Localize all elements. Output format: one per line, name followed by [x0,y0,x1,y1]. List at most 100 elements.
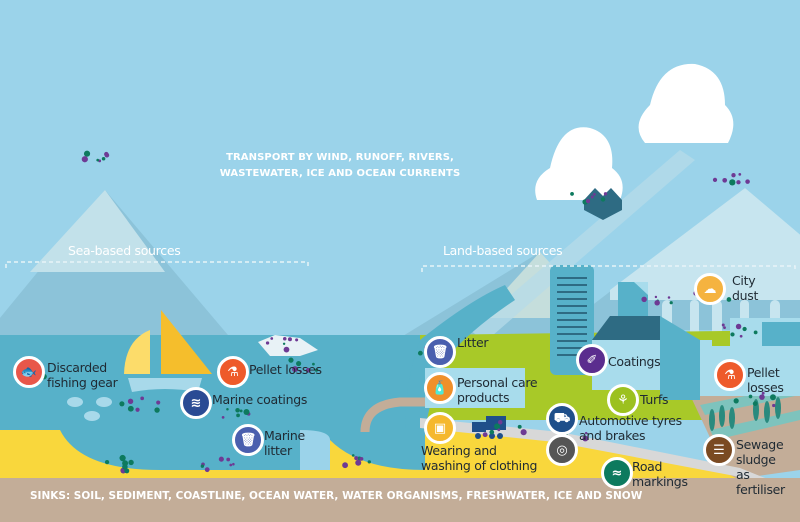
particle [355,459,362,466]
label-line: sludge [736,452,776,467]
particle [739,334,743,338]
wind-stream [470,150,695,342]
particle [582,435,589,442]
particle [738,173,742,176]
particle [283,346,290,353]
particle [593,193,596,196]
particle [229,463,233,467]
pellet-bottle-icon: ⚗ [217,356,249,388]
label-line: Sewage [736,437,784,452]
particle [723,326,726,329]
label-line: Road [632,459,663,474]
particle [127,405,134,412]
particle [265,341,270,345]
particle [517,424,522,429]
label-line: Wearing and [421,443,497,458]
particle [712,177,718,182]
label-line: markings [632,474,688,489]
fish-icon [67,397,112,421]
particle [81,156,88,163]
particle [761,391,765,395]
label-line: and brakes [579,428,646,443]
particle [124,468,130,474]
particle [721,323,725,327]
label-line: Discarded [47,360,107,375]
particle [667,296,671,299]
particle [585,199,591,204]
transport-heading-line2: WASTEWATER, ICE AND OCEAN CURRENTS [219,168,461,179]
cloud-icon [535,127,623,200]
land-based-sources-label: Land-based sources [443,243,563,258]
particle [669,301,673,305]
particle [305,367,311,373]
particle [745,179,750,184]
soap-dispenser-icon: 🧴 [424,372,456,404]
sea-based-bracket [5,261,309,268]
particle [295,338,299,342]
particle [584,431,588,435]
particle [600,197,606,202]
particle [748,394,753,399]
building [592,282,712,400]
tyre-icon: ◎ [546,434,578,466]
sea-based-sources-label: Sea-based sources [68,243,181,258]
particle [489,429,495,435]
truck-icon: ⛟ [546,403,578,435]
particle [770,394,776,401]
label-line: dust [732,288,759,303]
particle [156,400,161,405]
label-line: Marine [264,428,305,443]
particle [314,368,319,372]
land-based-bracket [421,265,796,272]
particle [299,370,302,373]
particle [283,336,287,341]
outfall-pipe [360,397,425,433]
label-line: City [732,273,756,288]
particle [236,413,240,418]
factory-silhouette [584,188,622,220]
particle [119,454,126,462]
particle [226,457,231,462]
source-label-marine-coatings: Marine coatings [212,392,308,407]
label-line: litter [264,443,292,458]
paint-roller-icon: ✐ [576,344,608,376]
particle [753,330,758,335]
trash-bin-icon: 🗑 [232,424,264,456]
particle [312,362,315,366]
sewage-sludge-icon: ☰ [703,434,735,466]
label-line: products [457,390,510,405]
label-line: Pellet [747,365,780,380]
particle [494,423,501,430]
particle [736,180,741,185]
city-dust-icon: ☁ [694,273,726,305]
source-label-litter: Litter [457,335,489,350]
particle [722,177,728,183]
label-line: Automotive tyres [579,413,682,428]
particle [742,326,747,332]
particle [731,173,736,178]
source-label-coatings: Coatings [608,354,661,369]
label-line: fertiliser [736,482,785,497]
particle [101,156,106,161]
particle [235,408,240,413]
particle [641,296,647,303]
particle [239,409,243,413]
particle [654,300,660,306]
particle [772,403,776,408]
floating-debris [258,335,318,356]
road [420,418,800,500]
particle [520,429,527,436]
particle [270,337,274,340]
particle [570,192,574,196]
particle [603,192,608,196]
washing-machine-icon: ▣ [424,412,456,444]
truck-icon [472,416,506,439]
particle [729,179,736,186]
